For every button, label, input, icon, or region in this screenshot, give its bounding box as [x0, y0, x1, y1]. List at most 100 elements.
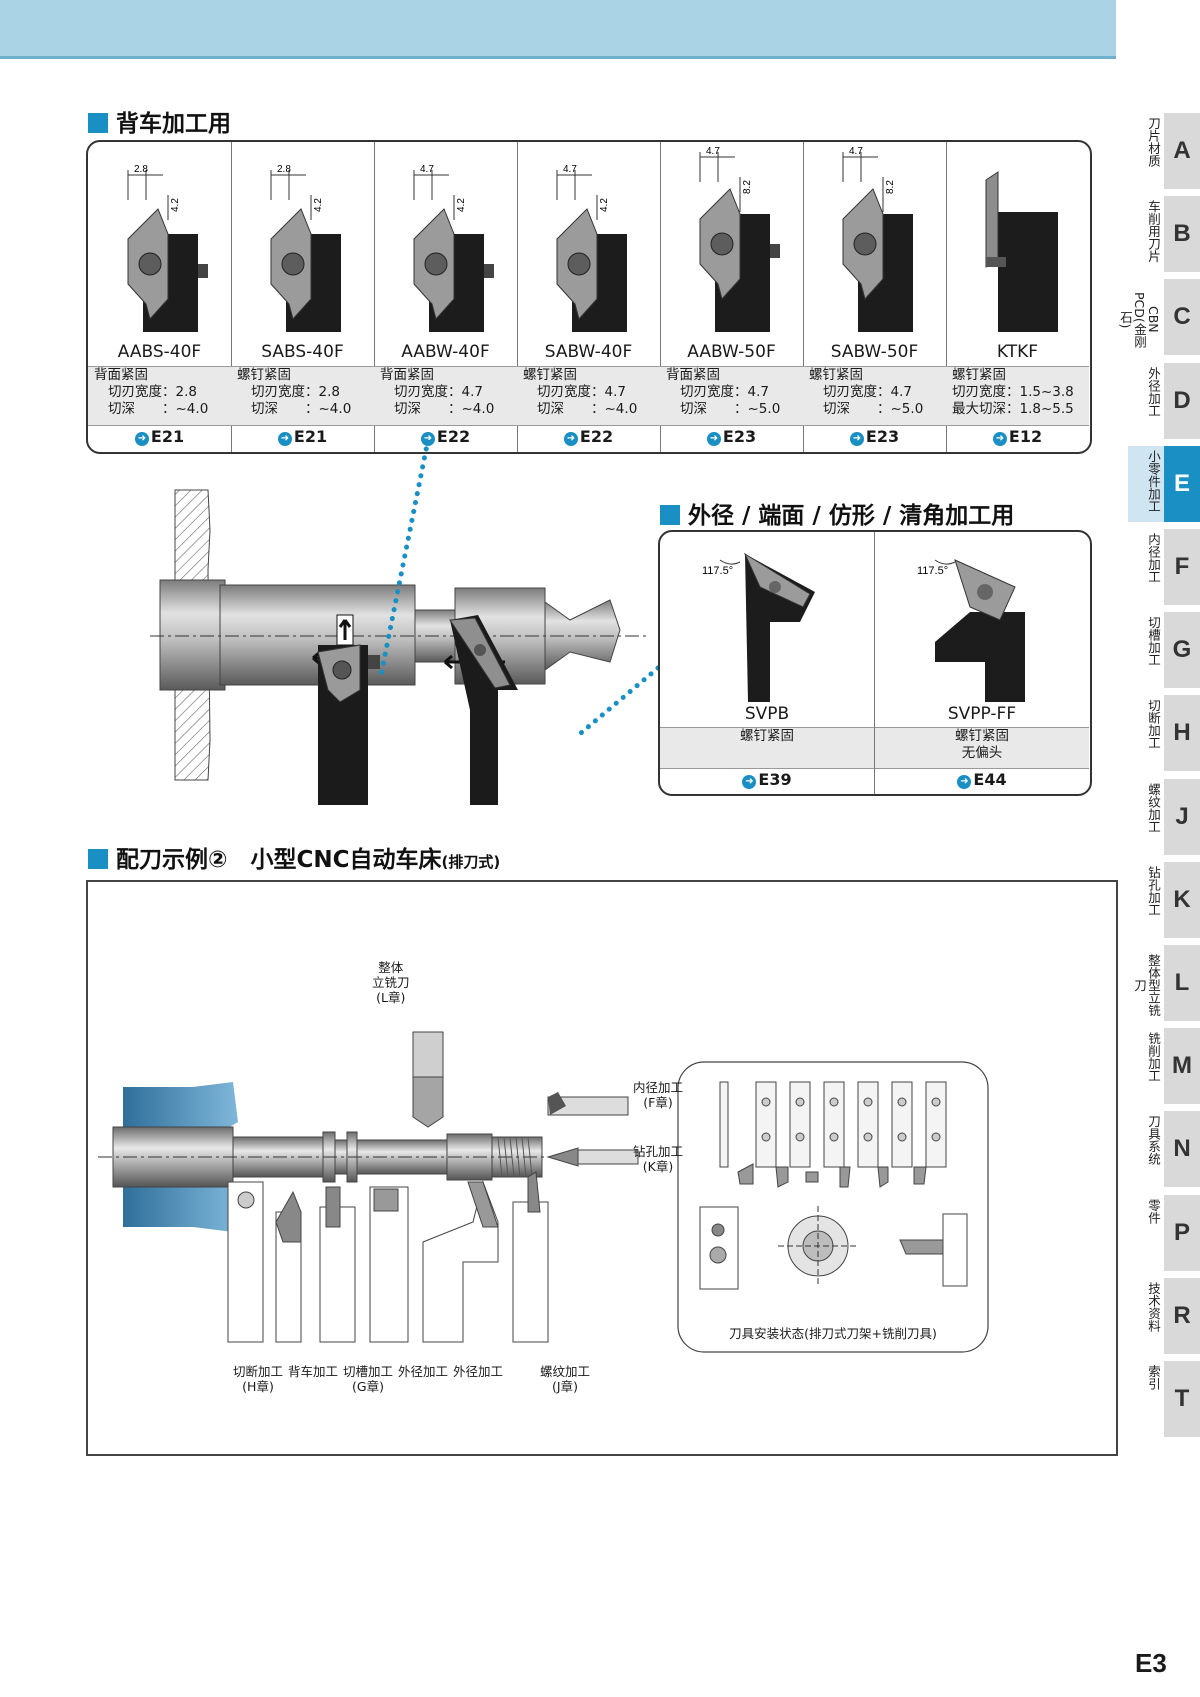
tool-spec: 螺钉紧固无偏头	[875, 727, 1089, 769]
sidebar-item-letter: F	[1164, 529, 1200, 605]
spec-line: 螺钉紧固	[809, 367, 863, 383]
sidebar-item-letter: E	[1164, 445, 1200, 522]
ref-code: E22	[436, 427, 471, 446]
sidebar-item-letter: T	[1164, 1361, 1200, 1437]
outer-turning-holder-2	[422, 1180, 499, 1343]
page-ref-link[interactable]: ➜E12	[946, 427, 1089, 446]
spec-line: 切深 ：~4.0	[108, 401, 209, 417]
title-marker-square	[660, 505, 680, 525]
sidebar-item-label: 刀片材质	[1146, 117, 1161, 167]
ref-code: E39	[758, 770, 792, 789]
label-back-turning: 背车加工	[288, 1364, 339, 1379]
dim-depth: 8.2	[885, 180, 896, 194]
infeed-arrow	[338, 619, 352, 640]
dim-depth: 4.2	[313, 198, 324, 212]
label-outer-2: 外径加工	[453, 1364, 504, 1379]
milling-tool	[899, 1239, 944, 1255]
sidebar-item-label: 零件	[1146, 1198, 1161, 1224]
sidebar-item-letter: K	[1164, 861, 1200, 938]
outer-turning-insert-2	[467, 1181, 499, 1228]
sidebar-item-label: 刀具系统	[1146, 1115, 1161, 1166]
sidebar-item-label: 钻孔加工	[1146, 865, 1161, 916]
label-inner-machining: 内径加工(F章)	[633, 1080, 684, 1110]
label-mount-state: 刀具安装状态(排刀式刀架+铣削刀具)	[729, 1326, 937, 1341]
collet-jaw	[123, 1082, 238, 1134]
outer-turning-insert	[373, 1188, 399, 1212]
threading-insert	[527, 1171, 541, 1213]
tool-name: SVPB	[744, 704, 790, 724]
arrow-right-icon: ➜	[706, 432, 721, 446]
label-outer-1: 外径加工	[398, 1364, 449, 1379]
insert-angle: 117.5°	[702, 565, 733, 577]
grooving-insert	[325, 1186, 341, 1228]
endmill-flutes	[412, 1076, 444, 1128]
tool-name: AABW-40F	[401, 342, 490, 362]
tool-image: 117.5°	[702, 552, 815, 702]
tool-name: SVPP-FF	[947, 704, 1017, 724]
side-screw	[368, 655, 380, 669]
ref-code: E21	[293, 427, 328, 446]
page-ref-link[interactable]: ➜E21	[231, 427, 374, 446]
endmill-shank	[412, 1031, 444, 1078]
header-band	[0, 0, 1116, 59]
drill-tip	[546, 1147, 579, 1167]
section-title-tooling-example: 配刀示例② 小型CNC自动车床(排刀式)	[88, 840, 500, 874]
dim-width: 2.8	[134, 164, 148, 175]
page-ref-link[interactable]: ➜E23	[803, 427, 946, 446]
ref-code: E23	[865, 427, 900, 446]
shaft-segment	[159, 579, 226, 691]
sidebar-item-label: 车削用刀片	[1146, 200, 1161, 263]
page-ref-link[interactable]: ➜E23	[660, 427, 803, 446]
arrow-right-icon: ➜	[277, 432, 292, 446]
sidebar-item-c[interactable]: CBN PCD(金刚石)C	[1118, 279, 1200, 356]
title-marker-square	[88, 849, 108, 869]
boring-bar	[547, 1096, 629, 1116]
sidebar-item-letter: M	[1164, 1028, 1200, 1105]
outer-turning-holder	[369, 1186, 409, 1343]
connector-dots	[377, 440, 431, 683]
tool-image: 4.74.2	[413, 164, 494, 332]
spec-line: 螺钉紧固	[740, 728, 794, 744]
label-grooving: 切槽加工(G章)	[343, 1364, 394, 1394]
ref-code: E23	[722, 427, 757, 446]
tool-image: 4.74.2	[556, 164, 627, 332]
tool-name: SABW-40F	[544, 342, 633, 362]
connector-dots	[572, 665, 661, 741]
milling-spindle	[942, 1213, 968, 1287]
page-ref-link[interactable]: ➜E22	[517, 427, 660, 446]
page-ref-link[interactable]: ➜E44	[875, 770, 1089, 789]
spec-line: 切刃宽度：4.7	[680, 384, 769, 400]
page-ref-link[interactable]: ➜E39	[660, 770, 874, 789]
clamp-screw-icon	[711, 1223, 725, 1237]
dim-width: 4.7	[849, 146, 863, 157]
sidebar-item-letter: G	[1164, 612, 1200, 689]
spec-line: 切刃宽度：1.5~3.8	[952, 384, 1074, 400]
clamp-screw-icon	[474, 644, 486, 656]
tool-image: 2.84.2	[270, 164, 341, 332]
sidebar-item-label: 切断加工	[1146, 699, 1161, 750]
page-ref-link[interactable]: ➜E22	[374, 427, 517, 446]
page-ref-link[interactable]: ➜E21	[88, 427, 231, 446]
spec-line: 最大切深：1.8~5.5	[952, 401, 1074, 417]
dim-depth: 4.2	[599, 198, 610, 212]
